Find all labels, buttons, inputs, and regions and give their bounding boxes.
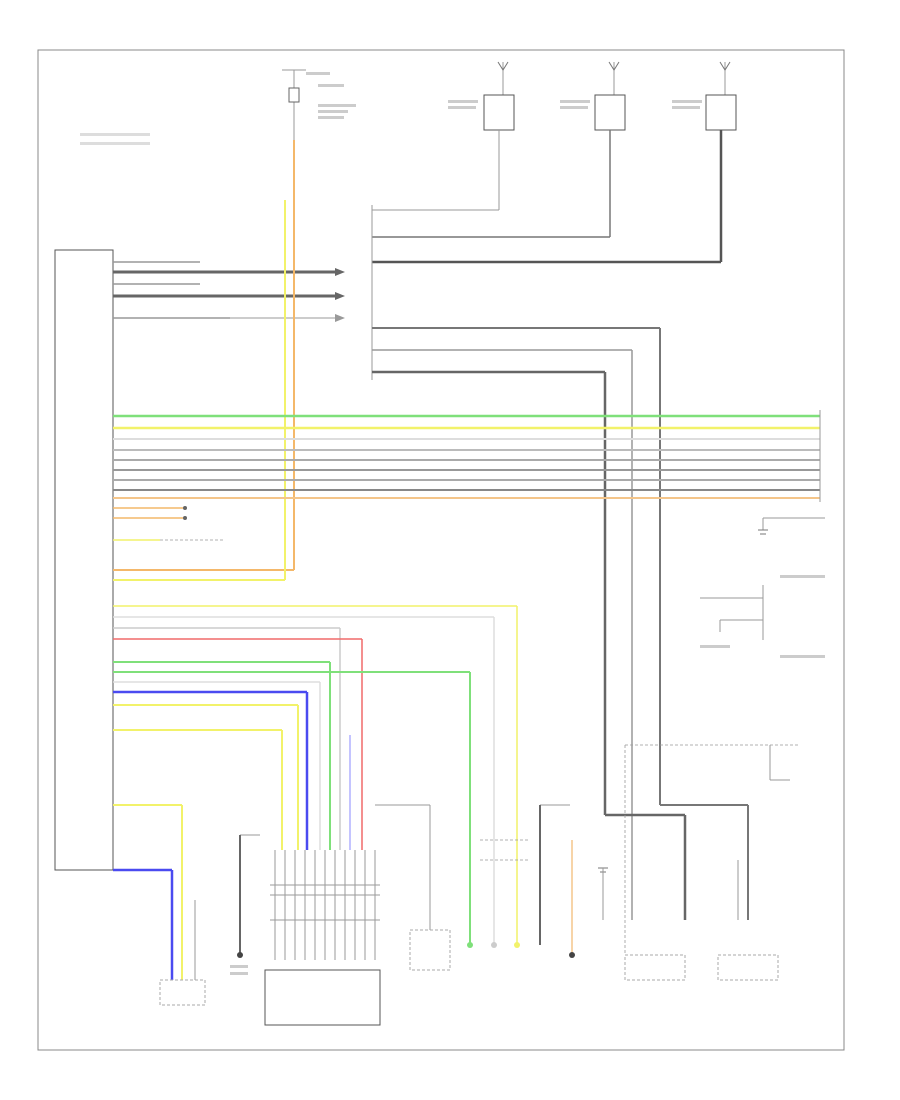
antenna-jack-right [717,860,779,981]
antenna-amplifier-3 [372,61,737,264]
connector-icon [569,952,575,958]
antenna-jack-left [598,867,686,981]
speaker-right [539,804,575,958]
diagram-frame [37,49,845,1051]
short-stubs [113,506,225,541]
antenna-amplifier-1 [372,61,515,211]
main-module [54,249,114,871]
right-switch-area [624,517,825,955]
antenna-icon [719,61,731,71]
lower-left-wires [113,804,206,1006]
antenna-icon [497,61,509,71]
fuse-icon [288,87,300,103]
speaker-left [230,834,260,975]
cd-changer-pins [270,850,380,960]
right-bus [113,410,821,502]
connector-icon [237,952,243,958]
lower-harness [113,605,518,945]
cd-changer [264,850,381,1026]
ground-icon [758,529,768,535]
lower-center-connector [467,839,530,948]
antenna-amplifier-2 [372,61,626,238]
fuse-block [80,69,356,145]
upper-harness [113,261,345,322]
mid-module [375,804,451,971]
antenna-icon [608,61,620,71]
